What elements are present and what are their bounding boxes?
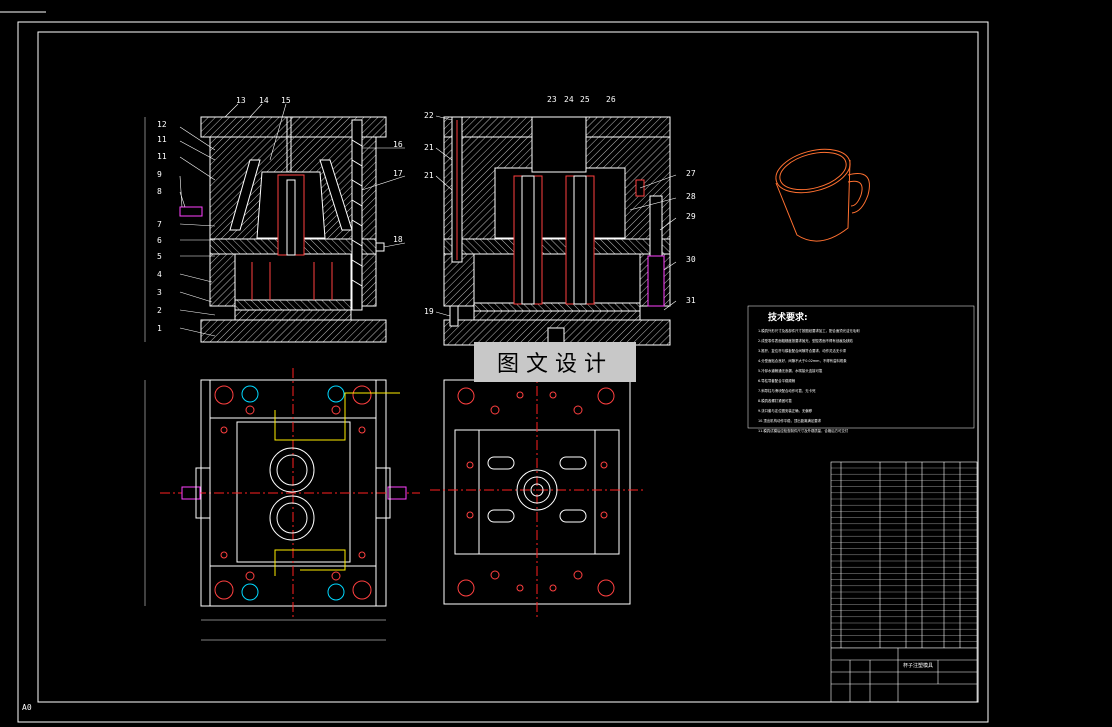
sheet-outer-border xyxy=(17,21,989,723)
left-section-view xyxy=(144,103,406,343)
tech-note: 10.顶出机构动作平稳，顶出距离满足要求 xyxy=(758,419,822,423)
tech-note: 7.斜导柱与滑块配合动作可靠，无卡死 xyxy=(758,389,816,393)
watermark: 图文设计 xyxy=(474,342,636,382)
part-label-21a: 21 xyxy=(424,143,434,152)
part-label-1: 1 xyxy=(157,324,162,333)
sheet-size-label: A0 xyxy=(22,703,32,712)
part-label-12: 12 xyxy=(157,120,167,129)
left-plan-view xyxy=(144,368,420,641)
right-section-view xyxy=(435,115,677,346)
part-label-29: 29 xyxy=(686,212,696,221)
part-label-14: 14 xyxy=(259,96,269,105)
tech-note: 5.冷却水道畅通无渗漏，水嘴接头连接可靠 xyxy=(758,369,823,373)
part-label-27: 27 xyxy=(686,169,696,178)
part-label-28: 28 xyxy=(686,192,696,201)
part-label-6: 6 xyxy=(157,236,162,245)
tech-requirements-title: 技术要求: xyxy=(768,313,808,323)
tech-note: 11.模具试模后应检查制件尺寸及外观质量，合格后方可交付 xyxy=(758,429,849,433)
bom-rows xyxy=(831,467,977,648)
part-label-31: 31 xyxy=(686,296,696,305)
right-plan-view xyxy=(430,368,644,620)
sheet-inner-border xyxy=(37,31,979,703)
part-label-8: 8 xyxy=(157,187,162,196)
part-label-3: 3 xyxy=(157,288,162,297)
part-label-5: 5 xyxy=(157,252,162,261)
part-label-22: 22 xyxy=(424,111,434,120)
part-label-16: 16 xyxy=(393,140,403,149)
tech-requirements-notes: 1.模具外形尺寸及各部件尺寸按图纸要求加工，配合面须光洁无毛刺 2.成型零件表面… xyxy=(758,326,968,436)
tech-note: 6.导柱导套配合平稳顺畅 xyxy=(758,379,796,383)
part-label-11a: 11 xyxy=(157,135,167,144)
part-label-26: 26 xyxy=(606,95,616,104)
title-block xyxy=(830,461,978,703)
part-label-24: 24 xyxy=(564,95,574,104)
part-label-19: 19 xyxy=(424,307,434,316)
part-label-13: 13 xyxy=(236,96,246,105)
cup-isometric xyxy=(775,148,870,242)
part-label-9: 9 xyxy=(157,170,162,179)
part-label-2: 2 xyxy=(157,306,162,315)
tech-note: 2.成型零件表面粗糙度按要求抛光，型腔表面不得有划痕及缺陷 xyxy=(758,339,853,343)
part-label-15: 15 xyxy=(281,96,291,105)
part-label-7: 7 xyxy=(157,220,162,229)
drawing-title-name: 杯子注塑模具 xyxy=(903,663,934,669)
tech-note: 3.推杆、复位杆与模板配合间隙符合要求，动作灵活无卡滞 xyxy=(758,349,846,353)
tech-requirements-box xyxy=(747,305,975,429)
part-label-17: 17 xyxy=(393,169,403,178)
part-label-30: 30 xyxy=(686,255,696,264)
part-label-25: 25 xyxy=(580,95,590,104)
tech-note: 4.分型面贴合良好，间隙不大于0.02mm，不得有溢料现象 xyxy=(758,359,847,363)
part-label-4: 4 xyxy=(157,270,162,279)
part-label-11b: 11 xyxy=(157,152,167,161)
tech-note: 8.模具各螺钉紧固可靠 xyxy=(758,399,792,403)
tech-note: 1.模具外形尺寸及各部件尺寸按图纸要求加工，配合面须光洁无毛刺 xyxy=(758,329,860,333)
part-label-21b: 21 xyxy=(424,171,434,180)
part-label-23: 23 xyxy=(547,95,557,104)
tech-note: 9.浇口套与定位圈安装正确，无偏移 xyxy=(758,409,813,413)
part-label-18: 18 xyxy=(393,235,403,244)
